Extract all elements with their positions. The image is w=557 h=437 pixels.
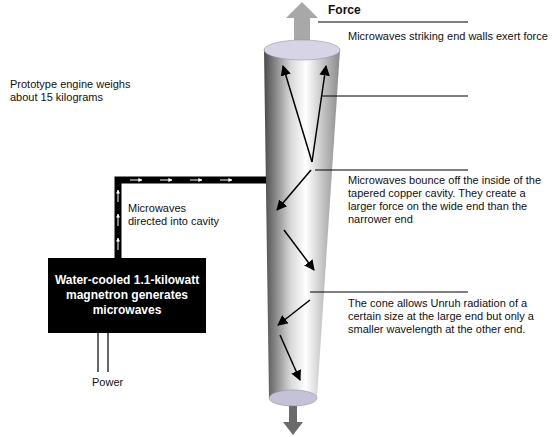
callout-lines — [310, 22, 468, 292]
force-arrow-down — [283, 404, 303, 435]
waveguide-arrows — [118, 180, 232, 250]
copper-cavity — [264, 50, 340, 398]
node-text: Water-cooled 1.1-kilowatt magnetron gene… — [54, 273, 200, 318]
annotation-label: Microwaves bounce off the inside of the … — [348, 174, 548, 226]
annotation-label: Force — [328, 4, 388, 17]
force-arrow-up — [286, 2, 318, 40]
waveguide — [118, 180, 266, 258]
magnetron-box: Water-cooled 1.1-kilowatt magnetron gene… — [48, 258, 206, 333]
wide-end-wall — [264, 40, 340, 60]
annotation-label: Microwaves striking end walls exert forc… — [348, 30, 548, 43]
microwave-paths — [277, 66, 326, 380]
power-leads — [98, 333, 108, 372]
annotation-label: Prototype engine weighs about 15 kilogra… — [10, 78, 160, 104]
annotation-label: Microwaves directed into cavity — [128, 202, 228, 228]
annotation-label: Power — [92, 376, 152, 389]
annotation-label: The cone allows Unruh radiation of a cer… — [348, 297, 548, 336]
narrow-end-wall — [269, 390, 317, 406]
